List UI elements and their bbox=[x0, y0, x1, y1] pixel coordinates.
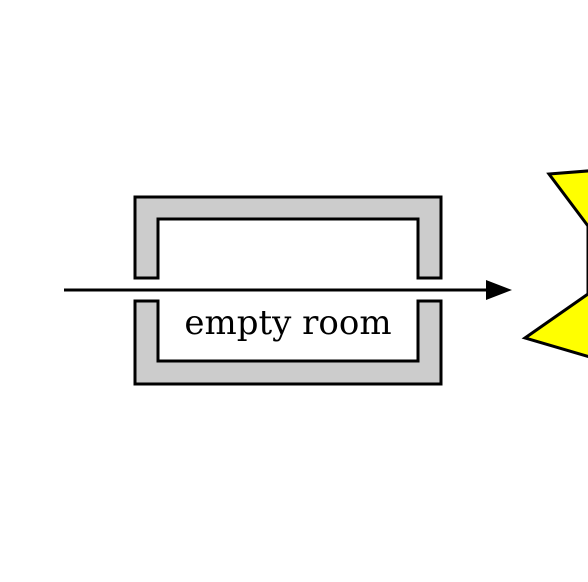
room-lower-wall bbox=[133, 299, 443, 386]
burst-shape bbox=[521, 169, 588, 359]
arrow-head bbox=[486, 280, 512, 300]
room-label: empty room bbox=[184, 303, 391, 343]
room-upper-wall bbox=[133, 195, 443, 280]
